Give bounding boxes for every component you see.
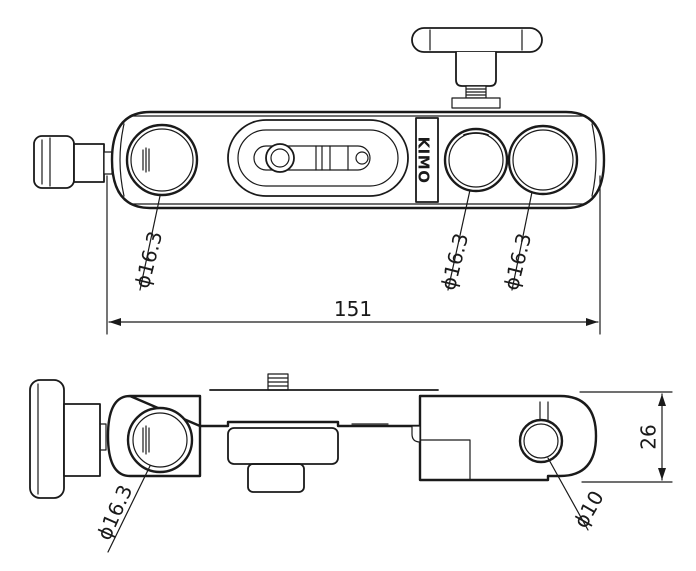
brand-logo: KIMO [415, 117, 439, 203]
side-view: ϕ16.3 ϕ10 26 [29, 373, 673, 553]
leader-line [447, 189, 471, 291]
side-top-screw [209, 373, 439, 391]
dim-diameter-side-right: ϕ10 [569, 487, 609, 532]
leader-line [107, 465, 151, 553]
top-slot [227, 119, 409, 197]
side-rod-hole-right [518, 418, 564, 464]
leader-line [511, 191, 533, 291]
top-rod-hole-left [125, 123, 199, 197]
dim-diameter-mid: ϕ16.3 [436, 231, 473, 293]
knurled-wheel [227, 427, 339, 493]
top-rod-hole-right [507, 124, 579, 196]
leader-line [139, 195, 161, 291]
brand-logo-text: KIMO [415, 137, 433, 184]
dim-length-text: 151 [334, 297, 372, 321]
top-side-knob [33, 135, 113, 189]
dim-diameter-left: ϕ16.3 [130, 229, 167, 291]
side-knob [29, 379, 107, 499]
dim-height-text: 26 [637, 424, 661, 449]
side-rod-hole-left [126, 406, 194, 474]
side-bar-body [106, 394, 598, 482]
top-view: KIMO ϕ16.3 ϕ16.3 ϕ16.3 151 [33, 27, 606, 335]
dim-height: 26 [579, 391, 673, 483]
top-knob [411, 27, 543, 109]
top-rod-hole-mid [443, 127, 509, 193]
dim-length: 151 [106, 175, 601, 335]
dim-diameter-side-left: ϕ16.3 [92, 481, 137, 544]
dim-diameter-right: ϕ16.3 [499, 231, 536, 293]
leader-line [547, 457, 589, 531]
